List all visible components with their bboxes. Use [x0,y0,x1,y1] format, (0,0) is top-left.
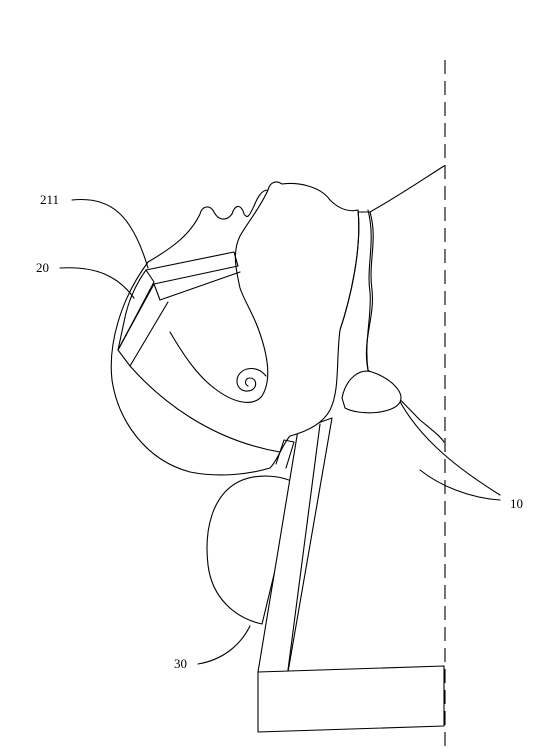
arm-line [397,397,501,496]
leader-211 [71,198,149,269]
label-20: 20 [36,260,49,275]
label-30: 30 [174,656,187,671]
neck-right [366,209,372,371]
seat-base [257,665,445,733]
mask-strap-lower [159,271,241,301]
head-outline [110,181,360,476]
neck-left [339,209,360,331]
headrest-pad [206,475,297,625]
leader-20 [59,267,135,299]
board-inner-line [287,423,321,671]
leader-30 [197,625,251,665]
label-211: 211 [40,192,59,207]
torso-outline [369,165,445,213]
mask-frame [117,283,169,367]
mask-strap-upper [145,251,239,285]
leader-10 [419,469,501,501]
label-10: 10 [510,496,523,511]
face-profile [169,189,269,403]
mask-bottom-strap [129,365,281,453]
shoulder-bump [341,370,402,414]
mask-body [117,269,155,351]
connector-clip [275,439,295,469]
mask-diagonal [153,283,161,301]
ear [236,367,267,392]
